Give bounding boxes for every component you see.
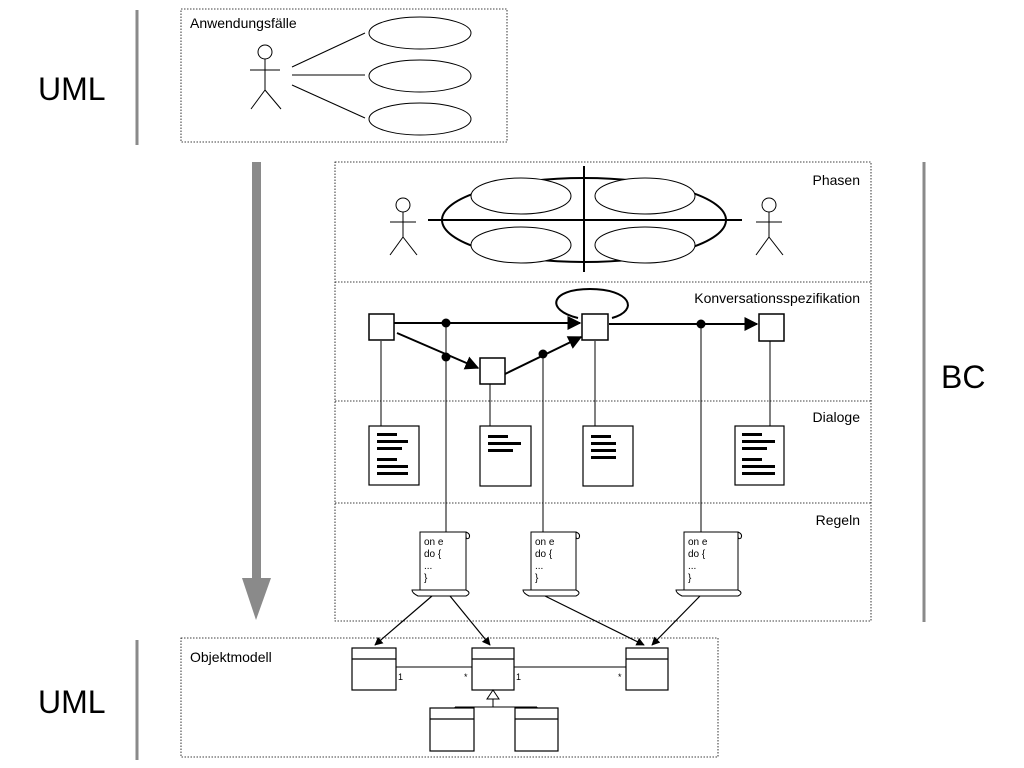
- conversation-graph: [368, 287, 785, 532]
- multiplicity-label: *: [464, 672, 468, 682]
- object-model-title: Objektmodell: [190, 649, 272, 665]
- state-node: [479, 357, 506, 385]
- dialog-document-icon: [368, 425, 420, 486]
- svg-text:}: }: [424, 573, 428, 584]
- uml-label-top: UML: [38, 71, 106, 107]
- rule-to-class-arrows: [374, 595, 701, 646]
- class-box: [625, 647, 669, 691]
- regeln-title: Regeln: [816, 512, 860, 528]
- class-box: [514, 707, 559, 752]
- svg-text:}: }: [535, 573, 539, 584]
- svg-text:do {: do {: [424, 549, 442, 560]
- state-node: [368, 313, 395, 341]
- rule-scroll-icon: on e do { ... }: [411, 531, 471, 597]
- svg-text:...: ...: [424, 561, 432, 572]
- bc-box: Phasen Konversationsspezifikation Dialog…: [334, 161, 872, 622]
- rule-scroll-icon: on e do { ... }: [522, 531, 581, 597]
- dialog-document-icon: [734, 425, 785, 486]
- dialog-document-icon: [479, 425, 532, 487]
- phasen-title: Phasen: [813, 172, 860, 188]
- multiplicity-label: 1: [516, 672, 521, 682]
- actor-icon: [389, 197, 418, 256]
- svg-text:on e: on e: [688, 537, 708, 548]
- svg-text:do {: do {: [535, 549, 553, 560]
- use-case-ellipse: [368, 59, 472, 93]
- konversation-title: Konversationsspezifikation: [694, 290, 860, 306]
- bc-label: BC: [941, 359, 985, 395]
- use-case-ellipse: [368, 102, 472, 136]
- dialog-document-icon: [582, 425, 634, 487]
- svg-text:...: ...: [535, 561, 543, 572]
- uml-label-bottom: UML: [38, 684, 106, 720]
- svg-text:do {: do {: [688, 549, 706, 560]
- phase-diagram: [389, 166, 784, 272]
- svg-text:...: ...: [688, 561, 696, 572]
- use-case-ellipse: [368, 16, 472, 50]
- state-node: [758, 313, 785, 342]
- svg-text:on e: on e: [535, 537, 555, 548]
- actor-icon: [250, 44, 282, 110]
- multiplicity-label: *: [618, 672, 622, 682]
- state-node: [581, 313, 609, 341]
- use-case-box: Anwendungsfälle: [180, 8, 508, 143]
- dialog-documents: [368, 425, 785, 487]
- class-box: [429, 707, 475, 752]
- class-box: [471, 647, 515, 691]
- dialoge-title: Dialoge: [813, 409, 861, 425]
- multiplicity-label: 1: [398, 672, 403, 682]
- class-box: [351, 647, 397, 691]
- object-model-box: Objektmodell 1 * 1 *: [180, 637, 719, 758]
- rule-scroll-icon: on e do { ... }: [675, 531, 743, 597]
- process-flow-arrow: [242, 162, 271, 620]
- svg-text:}: }: [688, 573, 692, 584]
- actor-icon: [755, 197, 784, 256]
- svg-text:on e: on e: [424, 537, 444, 548]
- use-case-title: Anwendungsfälle: [190, 15, 297, 31]
